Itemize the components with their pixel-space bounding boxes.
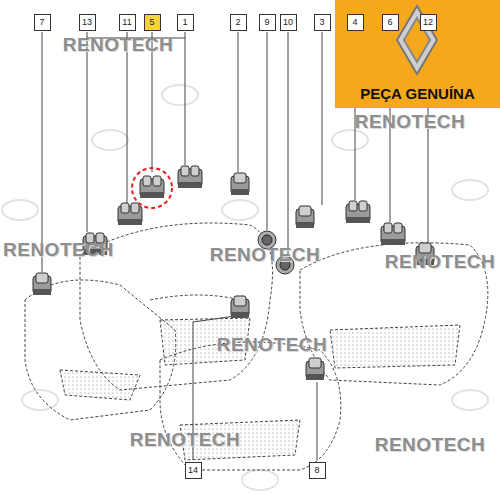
watermark: RENOTECH xyxy=(385,251,496,273)
callout-number: 9 xyxy=(259,14,276,31)
watermark: RENOTECH xyxy=(355,111,466,133)
callout-number: 14 xyxy=(185,462,202,479)
callout-number: 4 xyxy=(347,14,364,31)
callout-number: 8 xyxy=(309,462,326,479)
watermark: RENOTECH xyxy=(130,429,241,451)
callout-number: 3 xyxy=(314,14,331,31)
callout-number: 12 xyxy=(420,14,437,31)
callout-number: 7 xyxy=(34,14,51,31)
watermark: RENOTECH xyxy=(63,34,174,56)
callout-number: 2 xyxy=(230,14,247,31)
callout-number: 5 xyxy=(144,14,161,31)
brand-badge: PEÇA GENUÍNA xyxy=(335,0,500,108)
watermark: RENOTECH xyxy=(3,239,114,261)
watermark: RENOTECH xyxy=(210,244,321,266)
callout-number: 6 xyxy=(382,14,399,31)
watermark: RENOTECH xyxy=(375,434,486,456)
callout-number: 11 xyxy=(119,14,136,31)
callout-number: 13 xyxy=(79,14,96,31)
badge-text: PEÇA GENUÍNA xyxy=(360,85,474,102)
callout-number: 1 xyxy=(177,14,194,31)
watermark: RENOTECH xyxy=(217,334,328,356)
callout-number: 10 xyxy=(280,14,297,31)
